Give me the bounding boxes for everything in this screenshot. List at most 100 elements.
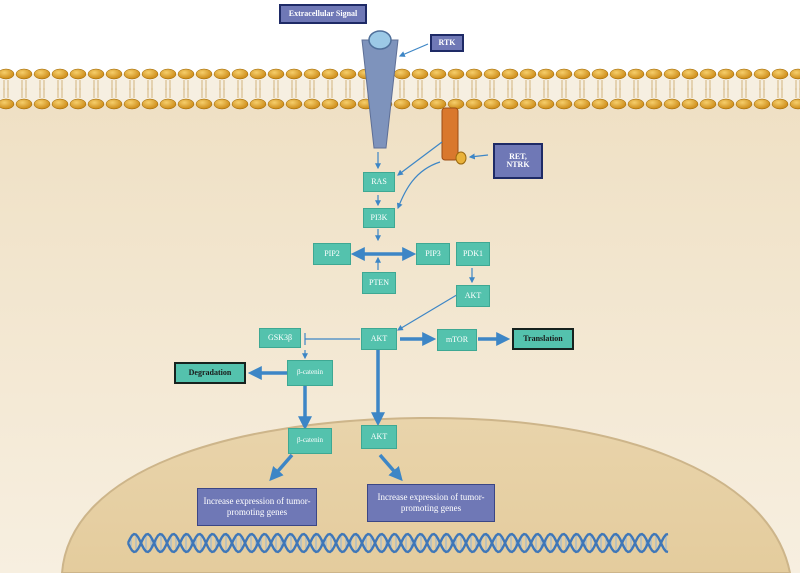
gsk3b-node: GSK3β <box>259 328 301 348</box>
lipid-head <box>699 68 717 80</box>
lipid-head <box>771 98 789 110</box>
lipid-head <box>321 68 339 80</box>
lipid-head <box>699 98 717 110</box>
pdk1-node: PDK1 <box>456 242 490 266</box>
pathway-arrows <box>302 43 489 360</box>
lipid-head <box>177 98 195 110</box>
lipid-head <box>249 68 267 80</box>
lipid-tail <box>201 88 207 98</box>
lipid-tail <box>111 88 117 98</box>
lipid-head <box>789 98 800 110</box>
lipid-head <box>753 98 771 110</box>
lipid-head <box>555 68 573 80</box>
lipid-tail <box>417 88 423 98</box>
arrow-akt-genes <box>378 453 403 482</box>
lipid-tail <box>777 88 783 98</box>
lipid-head <box>429 98 447 110</box>
lipid-tail <box>633 88 639 98</box>
lipid-head <box>393 68 411 80</box>
lipid-head <box>177 68 195 80</box>
lipid-bilayer <box>0 68 800 110</box>
lipid-head <box>537 98 555 110</box>
lipid-head <box>645 68 663 80</box>
lipid-tail <box>165 88 171 98</box>
lipid-head <box>609 98 627 110</box>
bcatenin-nucleus-node: β-catenin <box>288 428 332 454</box>
lipid-head <box>519 98 537 110</box>
lipid-head <box>159 98 177 110</box>
lipid-tail <box>129 88 135 98</box>
lipid-tail <box>687 88 693 98</box>
lipid-head <box>285 98 303 110</box>
lipid-head <box>483 68 501 80</box>
lipid-head <box>393 98 411 110</box>
lipid-head <box>231 68 249 80</box>
lipid-tail <box>579 88 585 98</box>
lipid-head <box>213 68 231 80</box>
lipid-head <box>717 68 735 80</box>
lipid-head <box>339 68 357 80</box>
lipid-head <box>411 98 429 110</box>
lipid-head <box>105 68 123 80</box>
lipid-tail <box>795 88 800 98</box>
lipid-head <box>0 98 15 110</box>
lipid-head <box>573 68 591 80</box>
gene-expression-left: Increase expression of tumor-promoting g… <box>197 488 317 526</box>
major-arrows <box>247 247 511 482</box>
ret-ntrk-domain <box>455 151 467 165</box>
lipid-head <box>105 98 123 110</box>
lipid-head <box>15 68 33 80</box>
lipid-tail <box>273 88 279 98</box>
lipid-head <box>753 68 771 80</box>
lipid-head <box>0 68 15 80</box>
lipid-tail <box>651 88 657 98</box>
lipid-tail <box>669 88 675 98</box>
lipid-tail <box>723 88 729 98</box>
lipid-head <box>87 68 105 80</box>
lipid-tail <box>291 88 297 98</box>
lipid-head <box>321 98 339 110</box>
lipid-head <box>213 98 231 110</box>
pten-node: PTEN <box>362 272 396 294</box>
lipid-tail <box>3 88 9 98</box>
gene-expression-right: Increase expression of tumor-promoting g… <box>367 484 495 522</box>
lipid-head <box>231 98 249 110</box>
arrow-bcatenin-genes <box>269 453 294 482</box>
lipid-head <box>663 98 681 110</box>
lipid-tail <box>183 88 189 98</box>
arrow-ret-label <box>468 153 489 160</box>
lipid-tail <box>507 88 513 98</box>
lipid-head <box>627 68 645 80</box>
rtk-label: RTK <box>430 34 464 52</box>
lipid-tail <box>345 88 351 98</box>
lipid-head <box>573 98 591 110</box>
arrow-akt-akt <box>396 292 461 331</box>
lipid-tail <box>147 88 153 98</box>
dna-strand-a <box>126 532 669 554</box>
lipid-head <box>303 68 321 80</box>
lipid-head <box>141 68 159 80</box>
arrow-ret-ras <box>397 141 443 176</box>
lipid-head <box>411 68 429 80</box>
lipid-tail <box>543 88 549 98</box>
lipid-head <box>717 98 735 110</box>
lipid-tail <box>489 88 495 98</box>
lipid-tail <box>705 88 711 98</box>
lipid-head <box>429 68 447 80</box>
lipid-head <box>69 68 87 80</box>
pi3k-node: PI3K <box>363 208 395 228</box>
lipid-head <box>285 68 303 80</box>
lipid-head <box>591 98 609 110</box>
lipid-head <box>465 98 483 110</box>
lipid-head <box>663 68 681 80</box>
arrow-rtk-label <box>398 43 429 57</box>
lipid-tail <box>309 88 315 98</box>
lipid-tail <box>327 88 333 98</box>
degradation-node: Degradation <box>174 362 246 384</box>
lipid-tail <box>39 88 45 98</box>
arrow-ret-pi3k <box>396 161 441 210</box>
akt-upper-node: AKT <box>456 285 490 307</box>
lipid-head <box>519 68 537 80</box>
lipid-tail <box>471 88 477 98</box>
